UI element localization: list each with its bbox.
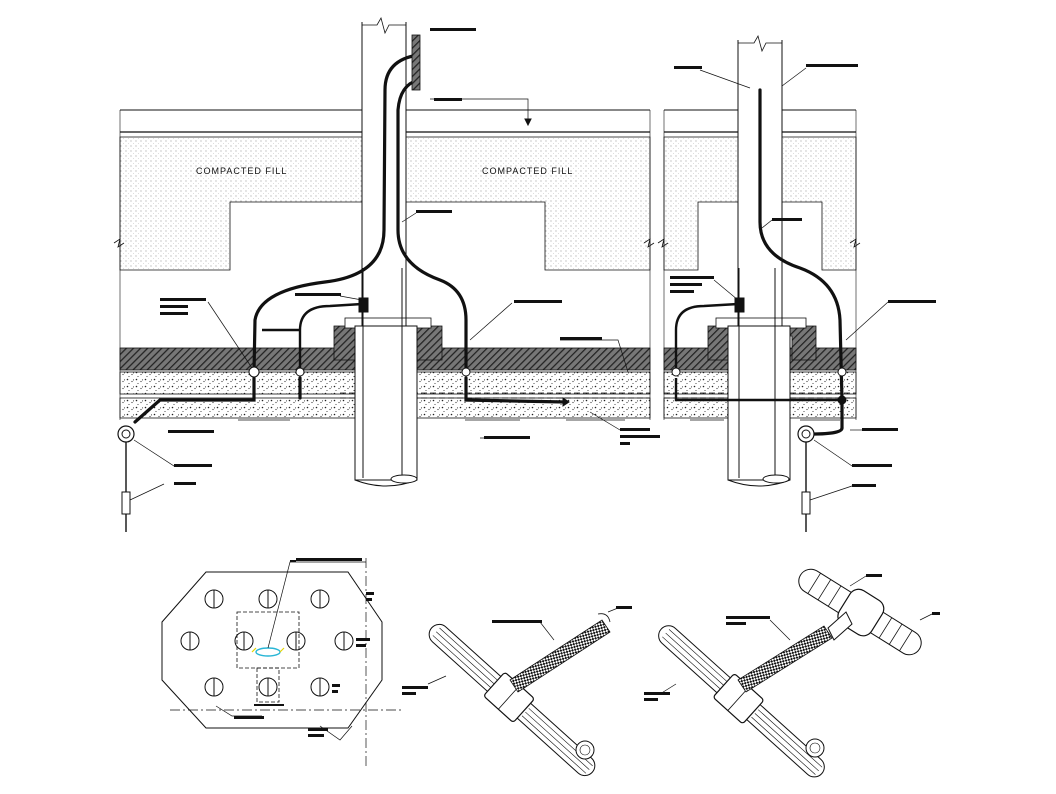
- pile-cap-plan: [161, 558, 402, 766]
- left-section: [113, 16, 660, 532]
- compacted-fill-label-right: COMPACTED FILL: [482, 166, 573, 176]
- t-connector-detail: [402, 606, 632, 777]
- pile-circles: [180, 589, 354, 697]
- cross-connector-detail: [644, 568, 940, 778]
- right-section: [657, 34, 936, 532]
- compacted-fill-label-left: COMPACTED FILL: [196, 166, 287, 176]
